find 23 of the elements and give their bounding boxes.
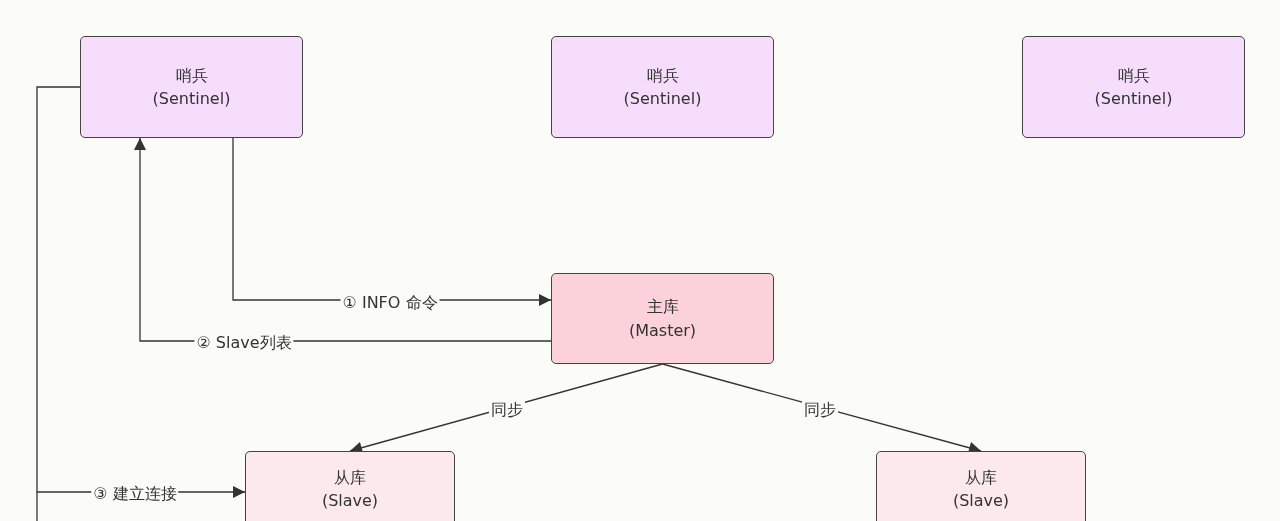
slave-box <box>245 451 455 521</box>
edge-label: 同步 <box>802 399 838 421</box>
edge-label: ① INFO 命令 <box>340 292 440 314</box>
node-text: 哨兵 <box>175 64 208 87</box>
sentinel-box <box>80 36 303 138</box>
node-text: (Sentinel) <box>1094 88 1173 110</box>
node-text: (Sentinel) <box>152 88 231 110</box>
node-text: 主库 <box>646 296 679 319</box>
node-text: 从库 <box>965 467 997 489</box>
sentinel-box <box>551 36 774 138</box>
edge-label: ③ 建立连接 <box>91 483 179 505</box>
node-text: (Master) <box>628 319 697 342</box>
edge-label: 同步 <box>489 399 525 421</box>
node-text: 哨兵 <box>1117 64 1150 87</box>
sentinel-box <box>1022 36 1245 138</box>
node-text: 从库 <box>334 467 366 489</box>
edge-label: ② Slave列表 <box>194 332 294 354</box>
node-text: (Slave) <box>321 490 379 513</box>
slave-box <box>876 451 1086 521</box>
node-text: (Slave) <box>952 490 1010 513</box>
node-text: 哨兵 <box>646 64 679 87</box>
node-text: (Sentinel) <box>623 88 702 110</box>
master-box <box>551 273 774 364</box>
